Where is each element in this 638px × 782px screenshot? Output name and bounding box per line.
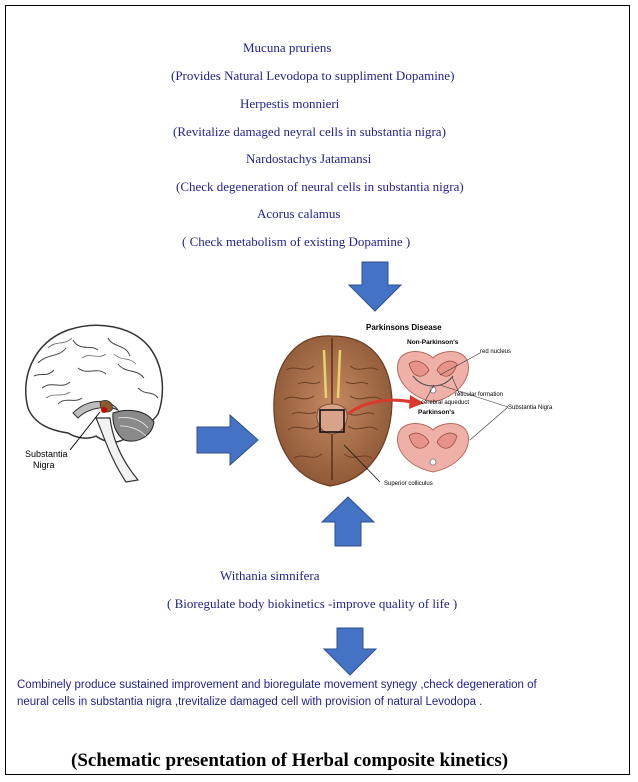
down-arrow-icon	[347, 261, 403, 312]
herb-name-withania: Withania simnifera	[220, 568, 320, 583]
diagram-caption: (Schematic presentation of Herbal compos…	[71, 750, 509, 771]
summary-line-1: Combinely produce sustained improvement …	[17, 679, 537, 691]
brain-top-view-illustration	[273, 335, 393, 487]
figure-title: Parkinsons Disease	[366, 323, 442, 332]
inset-leader-lines	[343, 352, 509, 483]
herb-effect-nardostachys: (Check degeneration of neural cells in s…	[176, 179, 464, 194]
herb-effect-withania: ( Bioregulate body biokinetics -improve …	[167, 596, 458, 611]
parkinsons-midbrain	[397, 423, 469, 473]
herb-name-nardostachys: Nardostachys Jatamansi	[246, 151, 372, 166]
herb-effect-herpestis: (Revitalize damaged neyral cells in subs…	[173, 124, 446, 139]
non-parkinsons-label: Non-Parkinson's	[407, 339, 459, 346]
reticular-formation-label: reticular formation	[455, 392, 504, 398]
zoom-arrow	[347, 395, 424, 416]
substantia-nigra-inset-label: Substantia Nigra	[508, 405, 553, 411]
substantia-nigra-label-line2: Nigra	[33, 460, 55, 470]
brain-sagittal-illustration	[24, 324, 164, 483]
summary-line-2: neural cells in substantia nigra ,trevit…	[17, 696, 483, 708]
herb-name-acorus: Acorus calamus	[257, 206, 341, 221]
diagram-frame	[5, 5, 630, 775]
right-arrow-icon	[196, 413, 259, 467]
herb-effect-mucuna: (Provides Natural Levodopa to suppliment…	[171, 68, 455, 83]
herb-name-herpestis: Herpestis monnieri	[240, 96, 340, 111]
herb-effect-acorus: ( Check metabolism of existing Dopamine …	[182, 234, 411, 249]
up-arrow-icon	[320, 496, 376, 547]
herb-name-mucuna: Mucuna pruriens	[243, 40, 332, 55]
parkinsons-label: Parkinson's	[418, 409, 455, 416]
cerebral-aqueduct-label: cerebral aqueduct	[421, 400, 470, 406]
down-arrow-bottom-icon	[322, 627, 378, 676]
superior-colliculus-label: Superior colliculus	[384, 481, 433, 487]
red-nucleus-label: red nucleus	[480, 349, 512, 355]
substantia-nigra-label-line1: Substantia	[25, 449, 68, 459]
